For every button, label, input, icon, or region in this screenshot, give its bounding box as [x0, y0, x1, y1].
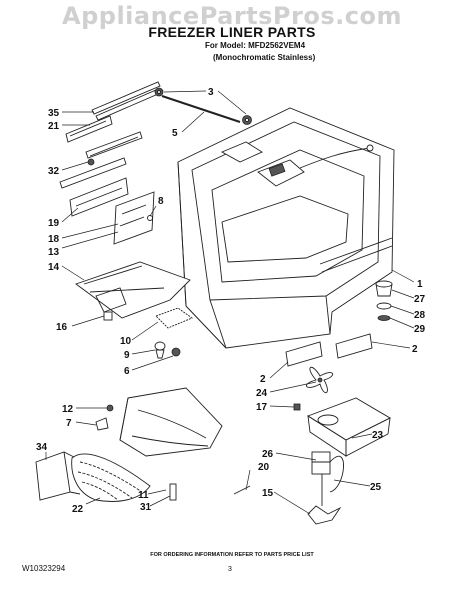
callout-label: 10 — [120, 336, 132, 347]
callout-label: 19 — [48, 218, 60, 229]
part-evap-cover — [75, 261, 193, 359]
part-fan-motor — [307, 451, 344, 525]
callout-label: 14 — [48, 262, 60, 273]
callout-label: 11 — [138, 490, 149, 501]
callout-label: 5 — [172, 128, 178, 139]
watermark-text: AppliancePartsPros.com — [62, 2, 402, 30]
callout-label: 24 — [256, 388, 268, 399]
callout-label: 21 — [48, 121, 60, 132]
callout-label: 16 — [56, 322, 68, 333]
page-number: 3 — [228, 566, 232, 573]
callout-label: 13 — [48, 247, 60, 258]
callout-label: 28 — [414, 310, 426, 321]
variant-line: (Monochromatic Stainless) — [213, 53, 316, 62]
callout-label: 8 — [158, 196, 164, 207]
callout-label: 26 — [262, 449, 274, 460]
callout-label: 7 — [66, 418, 72, 429]
callout-label: 20 — [258, 462, 270, 473]
callout-label: 34 — [36, 442, 48, 453]
callout-label: 32 — [48, 166, 60, 177]
part-freezer-liner — [177, 107, 395, 349]
callout-label: 23 — [372, 430, 384, 441]
part-fan-housing — [293, 366, 391, 457]
callout-label: 18 — [48, 234, 60, 245]
part-gaskets — [285, 333, 373, 367]
callout-numbers: 35 21 3 5 32 19 8 18 13 14 1 27 28 29 16… — [36, 87, 426, 515]
part-slide-assembly — [59, 131, 155, 245]
part-top-rail — [65, 81, 161, 143]
callout-label: 35 — [48, 108, 60, 119]
callout-label: 2 — [260, 374, 266, 385]
callout-label: 31 — [140, 502, 152, 513]
callout-label: 17 — [256, 402, 268, 413]
callout-label: 2 — [412, 344, 418, 355]
callout-label: 1 — [417, 279, 423, 290]
callout-label: 15 — [262, 488, 274, 499]
part-rollers-and-shaft — [154, 87, 252, 125]
callout-label: 29 — [414, 324, 426, 335]
callout-label: 6 — [124, 366, 130, 377]
callout-label: 25 — [370, 482, 382, 493]
model-line: For Model: MFD2562VEM4 — [205, 41, 306, 50]
part-rear-panel — [95, 387, 223, 457]
page-title: FREEZER LINER PARTS — [148, 24, 316, 40]
callout-label: 9 — [124, 350, 130, 361]
part-cups — [375, 280, 393, 321]
callout-label: 3 — [208, 87, 214, 98]
callout-label: 27 — [414, 294, 426, 305]
ordering-info: FOR ORDERING INFORMATION REFER TO PARTS … — [150, 552, 314, 558]
leader-lines — [45, 90, 415, 515]
callout-label: 12 — [62, 404, 74, 415]
document-code: W10323294 — [22, 564, 66, 573]
part-grille — [35, 451, 251, 502]
callout-label: 22 — [72, 504, 84, 515]
